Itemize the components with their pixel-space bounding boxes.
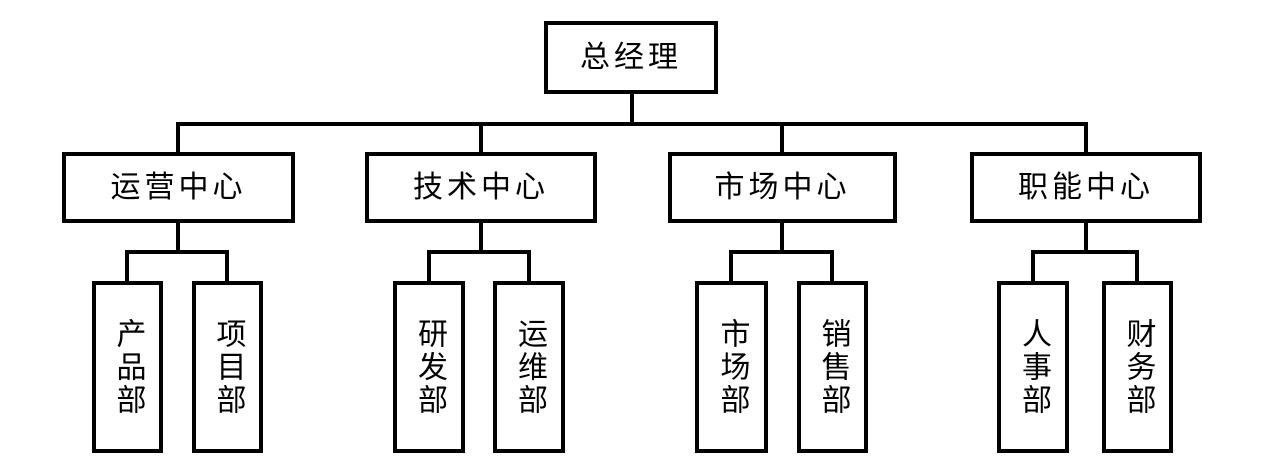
node-functions-center-label: 职能中心: [1018, 170, 1154, 204]
connector-market-down: [780, 223, 784, 254]
connector-operations-down: [176, 223, 180, 254]
connector-operations-rail: [125, 250, 229, 254]
connector-functions-rail: [1031, 250, 1139, 254]
node-marketing-dept-label: 市场部: [715, 317, 749, 417]
connector-drop-rd-dept: [427, 250, 431, 285]
connector-technology-rail: [427, 250, 531, 254]
connector-stub-operations-center: [176, 122, 180, 156]
node-general-manager-label: 总经理: [580, 40, 682, 74]
connector-technology-down: [479, 223, 483, 254]
connector-stub-market-center: [780, 122, 784, 156]
connector-drop-ops-maintenance-dept: [527, 250, 531, 285]
node-sales-dept: 销售部: [797, 281, 868, 453]
connector-drop-project-dept: [225, 250, 229, 285]
node-operations-center: 运营中心: [62, 152, 295, 223]
connector-market-rail: [729, 250, 834, 254]
node-functions-center: 职能中心: [970, 152, 1202, 223]
node-sales-dept-label: 销售部: [816, 317, 850, 417]
node-technology-center-label: 技术中心: [413, 170, 549, 204]
node-market-center-label: 市场中心: [714, 170, 851, 204]
connector-root-stub: [630, 94, 634, 126]
node-ops-maintenance-dept-label: 运维部: [513, 317, 546, 417]
node-hr-dept: 人事部: [997, 281, 1069, 453]
node-marketing-dept: 市场部: [695, 281, 768, 453]
node-operations-center-label: 运营中心: [110, 170, 247, 204]
connector-drop-sales-dept: [830, 250, 834, 285]
node-project-dept-label: 项目部: [211, 317, 245, 417]
node-finance-dept-label: 财务部: [1121, 317, 1155, 417]
connector-drop-marketing-dept: [729, 250, 733, 285]
node-rd-dept: 研发部: [393, 281, 465, 453]
node-hr-dept-label: 人事部: [1017, 317, 1050, 417]
node-market-center: 市场中心: [668, 152, 897, 223]
node-finance-dept: 财务部: [1102, 281, 1173, 453]
node-technology-center: 技术中心: [365, 152, 597, 223]
node-general-manager: 总经理: [544, 21, 718, 94]
connector-stub-technology-center: [479, 122, 483, 156]
node-rd-dept-label: 研发部: [413, 317, 446, 417]
node-product-dept: 产品部: [92, 281, 163, 453]
connector-functions-down: [1084, 223, 1088, 254]
connector-level2-rail: [176, 122, 1088, 126]
node-project-dept: 项目部: [192, 281, 263, 453]
connector-stub-functions-center: [1084, 122, 1088, 156]
node-ops-maintenance-dept: 运维部: [493, 281, 565, 453]
connector-drop-hr-dept: [1031, 250, 1035, 285]
connector-drop-finance-dept: [1135, 250, 1139, 285]
connector-drop-product-dept: [125, 250, 129, 285]
node-product-dept-label: 产品部: [111, 317, 145, 417]
